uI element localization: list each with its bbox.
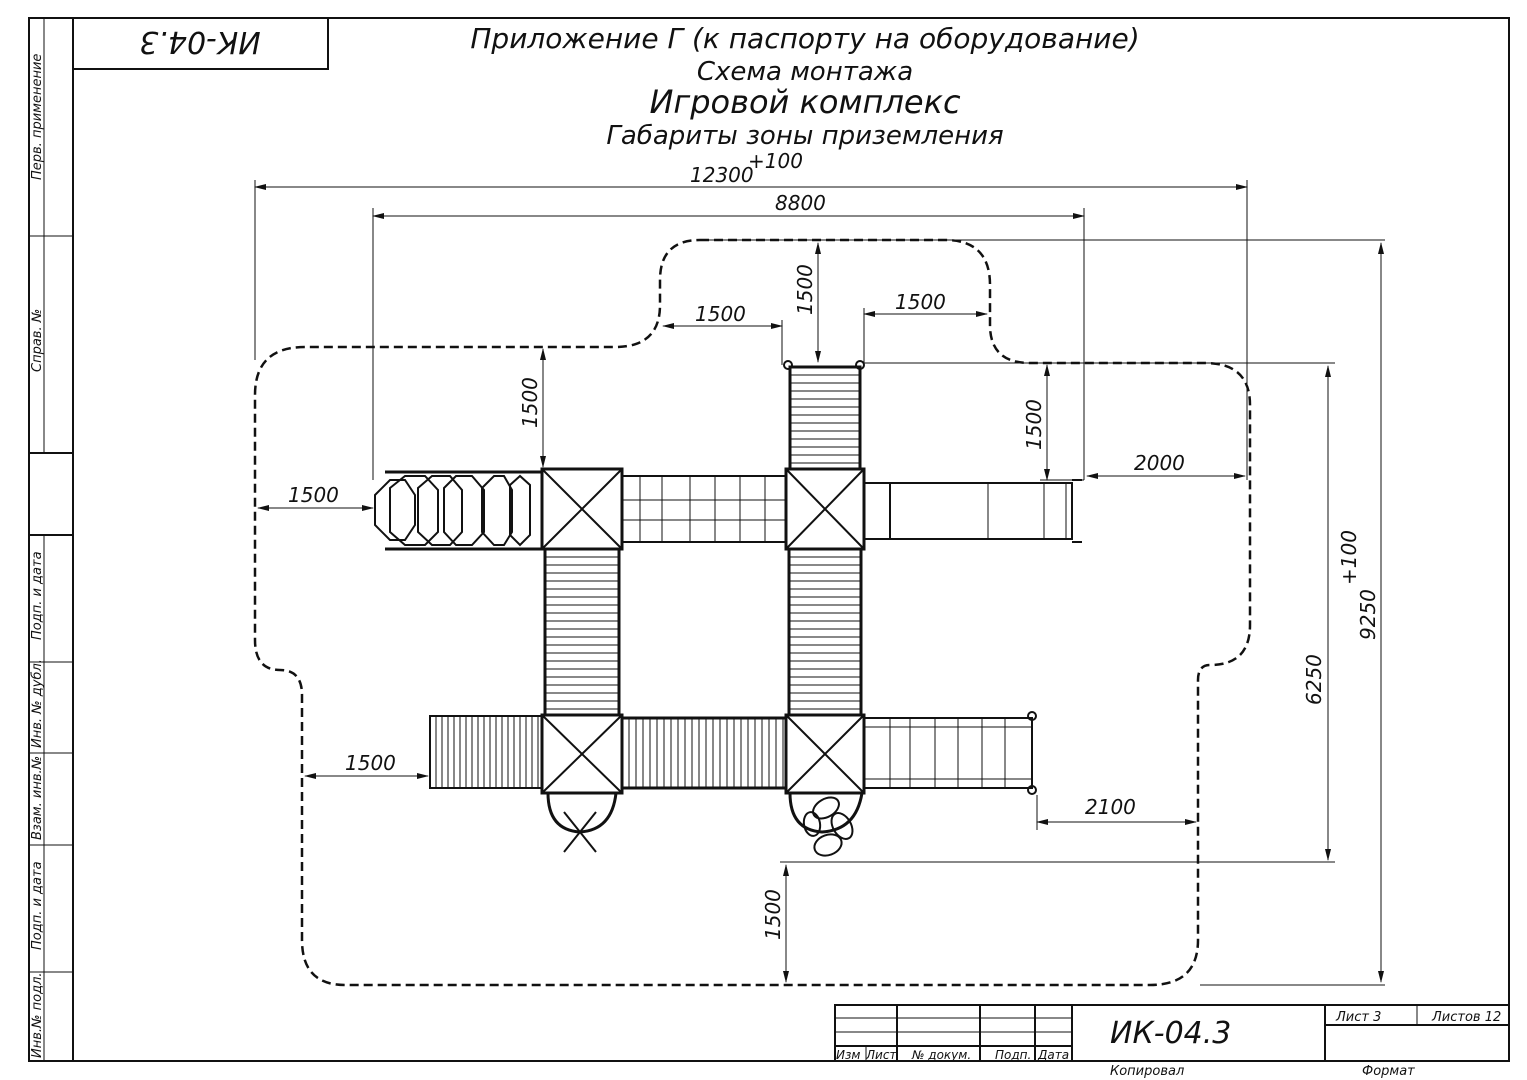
dim-9250-tol: +100 <box>1337 530 1361 585</box>
dim-12300: 12300 <box>690 163 754 187</box>
dim-2100: 2100 <box>1085 795 1136 819</box>
title-line-1: Приложение Г (к паспорту на оборудование… <box>470 22 1139 55</box>
tb-header-list: Лист <box>865 1048 897 1062</box>
dim-12300-tol: +100 <box>748 149 803 173</box>
right-vertical-bridge <box>787 547 863 717</box>
upper-bridge <box>621 475 787 543</box>
dim-left-1500: 1500 <box>288 483 339 507</box>
tb-copied: Копировал <box>1110 1064 1184 1079</box>
dim-9250: 9250 <box>1356 589 1380 640</box>
side-label-6: Подп. и дата <box>30 861 45 950</box>
tb-designation: ИК-04.3 <box>1110 1016 1231 1051</box>
dim-8800: 8800 <box>775 191 826 215</box>
tower-bottom-left <box>540 713 624 795</box>
tb-header-doc: № докум. <box>911 1048 971 1062</box>
side-label-2: Справ. № <box>30 309 45 372</box>
dim-top-left-1500: 1500 <box>695 302 746 326</box>
title-line-4: Габариты зоны приземления <box>606 121 1003 151</box>
dim-6250: 6250 <box>1302 654 1326 705</box>
tower-top-right <box>784 467 866 551</box>
side-labels: Перв. применение Справ. № Подп. и дата И… <box>30 54 45 1058</box>
dim-bottom-1500: 1500 <box>761 889 785 940</box>
side-label-1: Перв. применение <box>30 54 45 180</box>
dim-left-lower-1500: 1500 <box>345 751 396 775</box>
right-slide <box>863 479 1082 543</box>
side-label-7: Инв.№ подл. <box>30 972 45 1058</box>
tb-header-izm: Изм <box>836 1048 860 1062</box>
side-label-3: Подп. и дата <box>30 551 45 640</box>
dim-left-upper-1500: 1500 <box>518 377 542 428</box>
dim-top-vertical-1500: 1500 <box>793 264 817 315</box>
top-ladder <box>783 360 865 471</box>
tb-header-date: Дата <box>1037 1048 1069 1062</box>
landing-zone-outline <box>253 238 1252 987</box>
title-block-top: Приложение Г (к паспорту на оборудование… <box>470 22 1139 151</box>
title-line-2: Схема монтажа <box>697 57 913 87</box>
side-label-5: Взам. инв.№ <box>30 756 45 840</box>
tb-header-sign: Подп. <box>995 1048 1031 1062</box>
bottom-left-pole-element <box>546 792 618 853</box>
lower-left-ladder <box>429 715 543 789</box>
dim-right-upper-1500: 1500 <box>1022 399 1046 450</box>
tb-format: Формат <box>1362 1064 1415 1079</box>
tower-bottom-right <box>784 713 866 795</box>
drawing-frame <box>28 17 1510 1062</box>
tower-top-left <box>540 467 624 551</box>
bottom-right-spiral-element <box>788 792 864 857</box>
lower-right-ladder <box>863 711 1037 795</box>
play-complex <box>374 360 1082 857</box>
title-block: Изм Лист № докум. Подп. Дата ИК-04.3 Лис… <box>834 1004 1510 1079</box>
tb-sheet: Лист 3 <box>1335 1010 1381 1025</box>
top-stamp <box>72 17 329 70</box>
lower-bridge <box>620 716 788 790</box>
dim-2000: 2000 <box>1134 451 1185 475</box>
left-tunnel <box>374 470 542 551</box>
dim-top-right-1500: 1500 <box>895 290 946 314</box>
tb-sheets: Листов 12 <box>1431 1010 1501 1025</box>
side-label-4: Инв. № дубл. <box>30 659 45 748</box>
title-line-3: Игровой комплекс <box>649 83 960 121</box>
top-stamp-text: ИК-04.3 <box>139 24 260 59</box>
left-vertical-bridge <box>543 547 621 717</box>
dimension-texts: 12300 +100 8800 1500 1500 1500 1500 1500… <box>288 149 1380 940</box>
dimension-lines <box>254 180 1385 986</box>
